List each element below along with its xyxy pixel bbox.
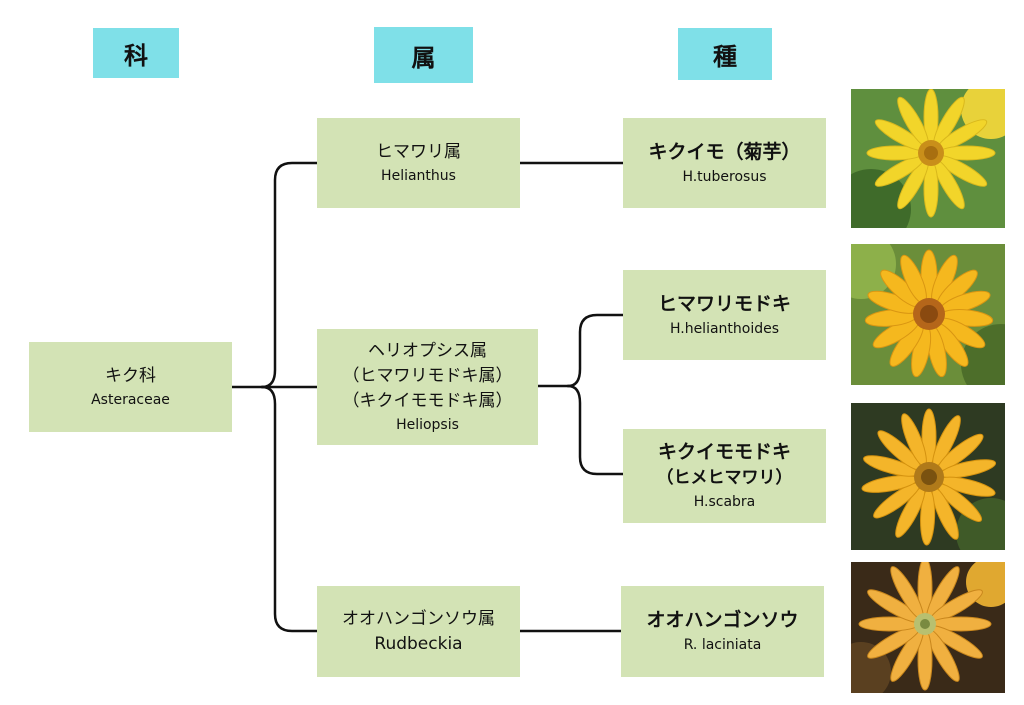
header-family-label: 科 (124, 41, 148, 70)
yellow-flower-photo (851, 89, 1005, 228)
family-name-latin: Asteraceae (91, 391, 170, 408)
species-box-laciniata: オオハンゴンソウ R. laciniata (621, 586, 824, 677)
genus-box-rudbeckia: オオハンゴンソウ属 Rudbeckia (317, 586, 520, 677)
connector-heliopsis-to-helianthoides (566, 313, 625, 388)
family-box-asteraceae: キク科 Asteraceae (29, 342, 232, 432)
orange-yellow-flower-photo (851, 403, 1005, 550)
genus-name-jp: ヒマワリ属 (376, 141, 461, 162)
genus-name-jp: オオハンゴンソウ属 (342, 608, 495, 629)
genus-name-latin: Heliopsis (396, 416, 459, 433)
genus-name-latin: Rudbeckia (374, 633, 463, 654)
species-box-tuberosus: キクイモ（菊芋） H.tuberosus (623, 118, 826, 208)
species-name-jp: キクイモ（菊芋） (648, 140, 801, 163)
species-name-jp: ヒマワリモドキ (657, 292, 791, 315)
connector-heliopsis-to-scabra (566, 384, 625, 476)
species-name-latin: H.scabra (693, 494, 756, 510)
species-name-latin: R. laciniata (683, 637, 762, 653)
species-box-scabra: キクイモモドキ （ヒメヒマワリ） H.scabra (623, 429, 826, 523)
species-box-helianthoides: ヒマワリモドキ H.helianthoides (623, 270, 826, 360)
orange-yellow-flower-photo (851, 244, 1005, 385)
drooping-yellow-flower-photo (851, 562, 1005, 693)
connector-family-to-rudbeckia (260, 385, 319, 633)
header-species: 種 (678, 28, 772, 80)
species-name-jp: キクイモモドキ (657, 441, 791, 463)
species-name-latin: H.tuberosus (682, 168, 767, 185)
species-alt-name: （ヒメヒマワリ） (656, 468, 793, 488)
genus-name-latin: Helianthus (381, 167, 456, 184)
species-name-latin: H.helianthoides (669, 320, 780, 337)
header-genus: 属 (374, 27, 473, 83)
genus-alt-name-1: （ヒマワリモドキ属） (342, 365, 513, 386)
genus-alt-name-2: （キクイモモドキ属） (342, 390, 513, 411)
genus-box-heliopsis: ヘリオプシス属 （ヒマワリモドキ属） （キクイモモドキ属） Heliopsis (317, 329, 538, 445)
header-family: 科 (93, 28, 179, 78)
genus-name-jp: ヘリオプシス属 (368, 340, 487, 361)
family-name-jp: キク科 (105, 365, 156, 386)
genus-box-helianthus: ヒマワリ属 Helianthus (317, 118, 520, 208)
header-species-label: 種 (713, 42, 737, 71)
header-genus-label: 属 (411, 43, 436, 72)
connector-family-to-helianthus (260, 161, 319, 389)
species-name-jp: オオハンゴンソウ (646, 609, 799, 631)
